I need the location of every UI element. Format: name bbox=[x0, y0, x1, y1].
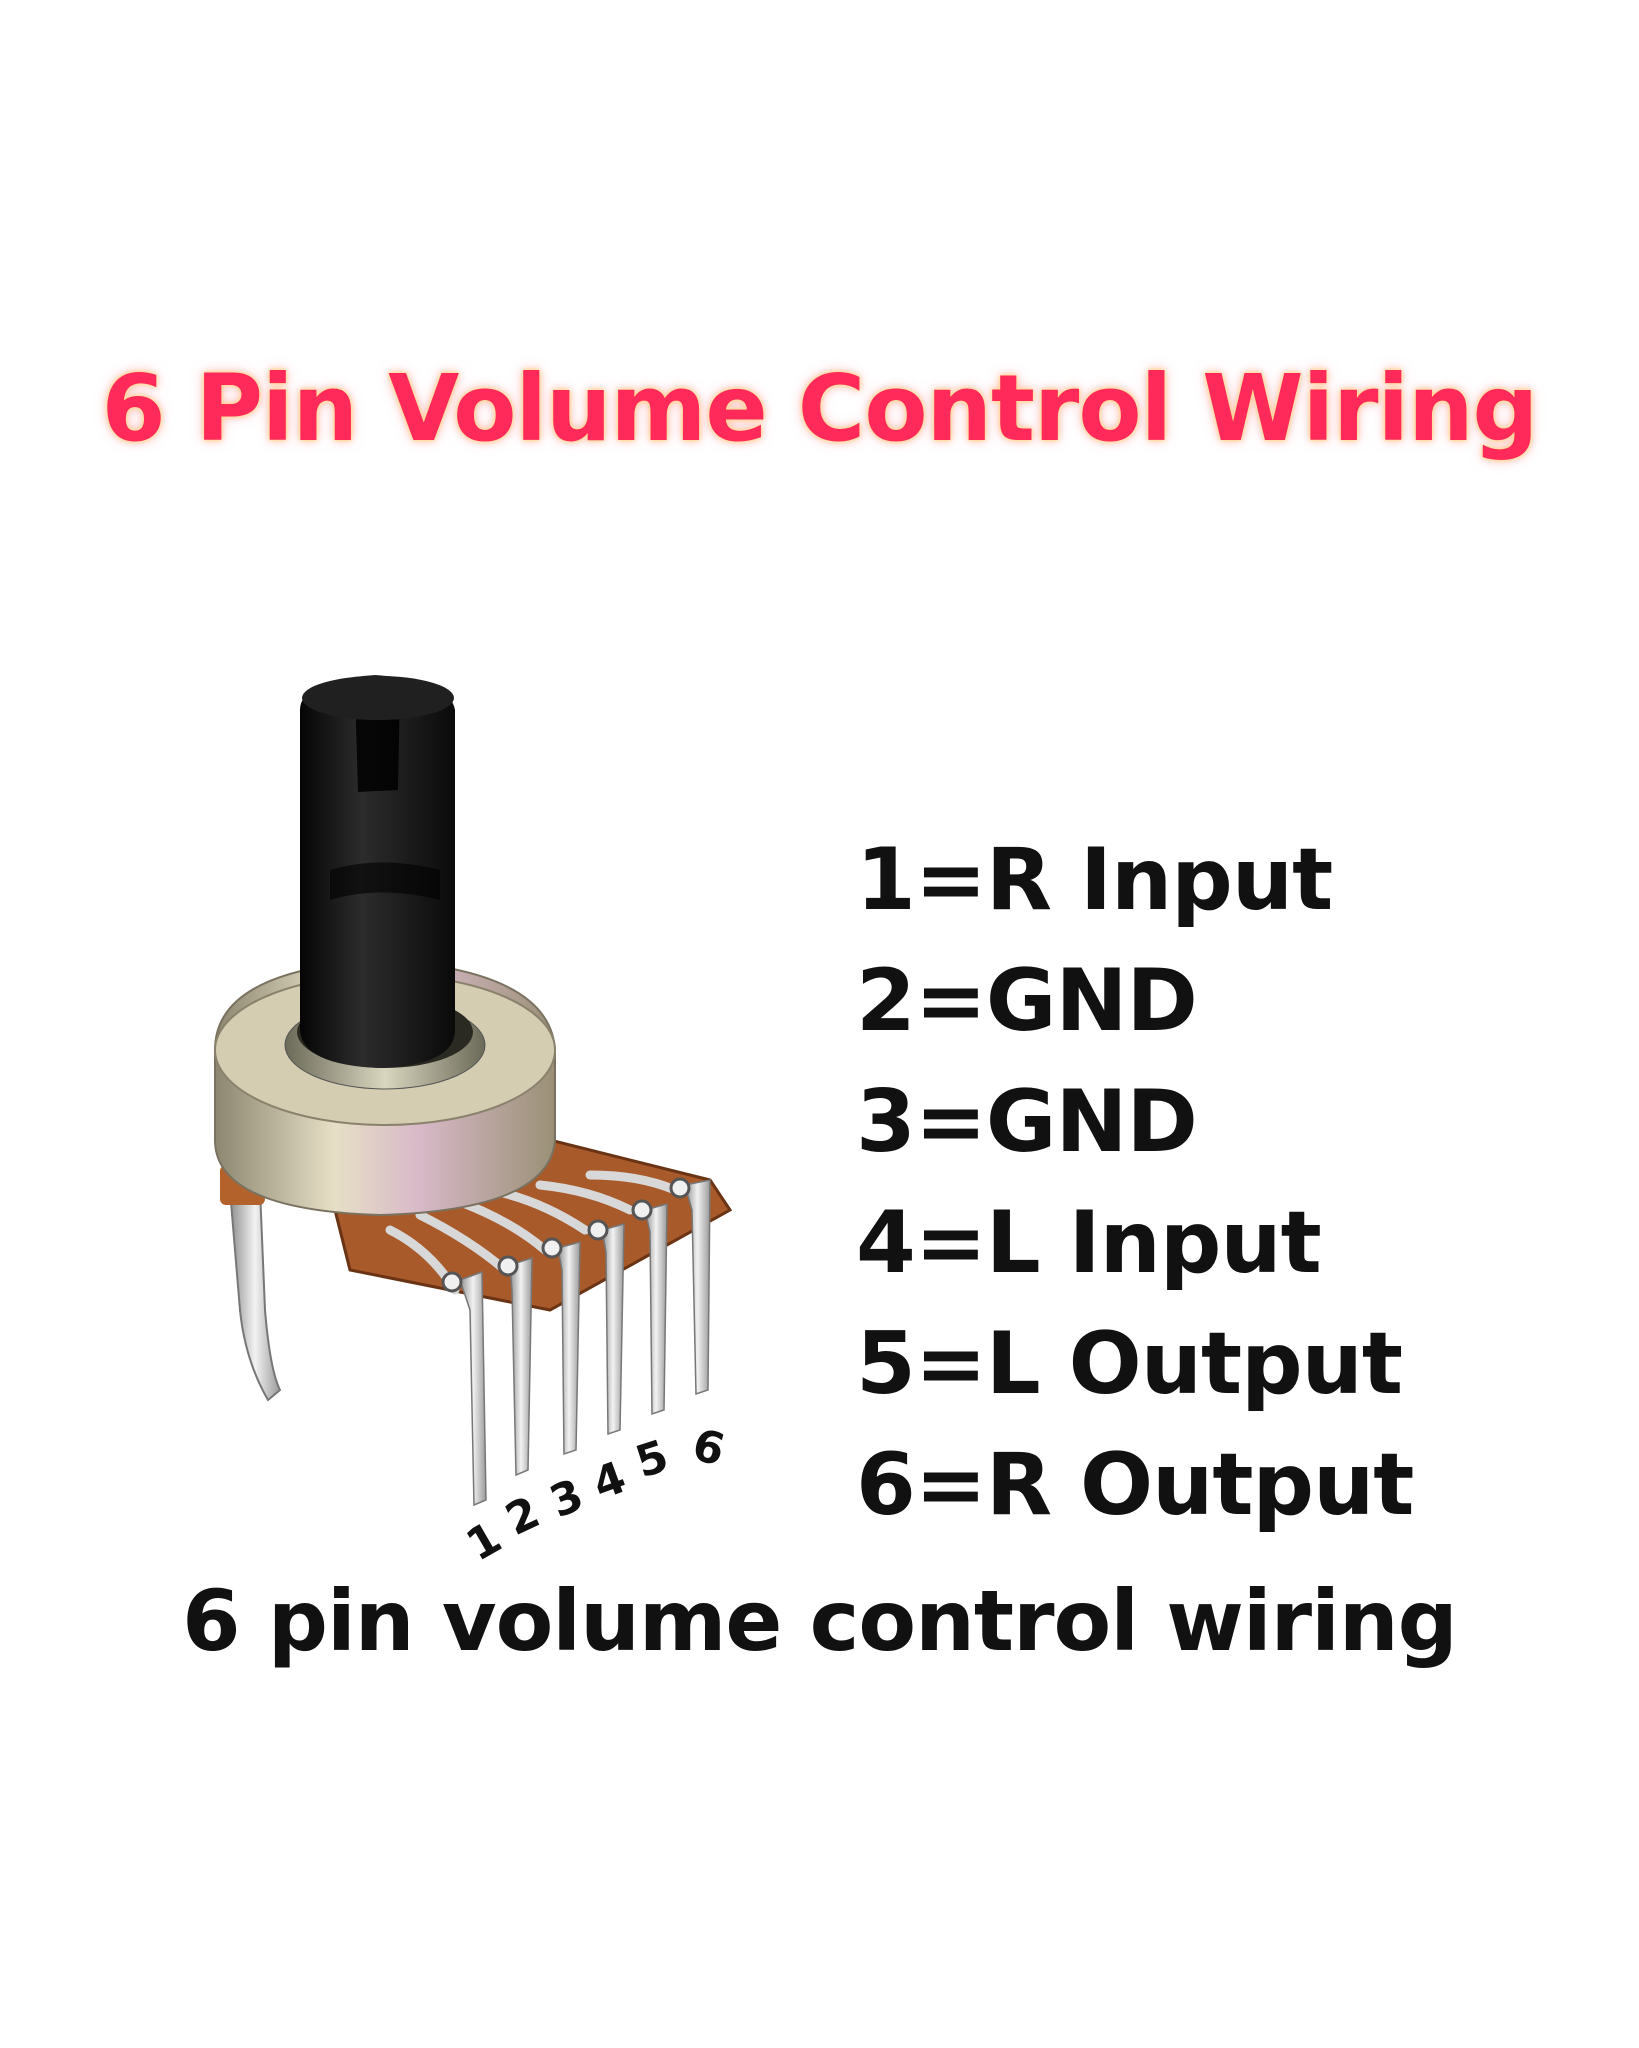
pin-legend: 1=R Input 2=GND 3=GND 4=L Input 5=L Outp… bbox=[856, 820, 1414, 1546]
pin-label-1: 1 bbox=[458, 1512, 510, 1571]
pins bbox=[441, 1177, 711, 1507]
pin-label-2: 2 bbox=[498, 1487, 547, 1546]
potentiometer-illustration: 1 2 3 4 5 6 bbox=[190, 670, 790, 1600]
pin-label-5: 5 bbox=[630, 1430, 675, 1488]
legend-item-pin-6: 6=R Output bbox=[856, 1435, 1414, 1535]
caption: 6 pin volume control wiring bbox=[182, 1572, 1458, 1670]
pin-label-6: 6 bbox=[687, 1419, 730, 1476]
potentiometer-svg: 1 2 3 4 5 6 bbox=[214, 675, 733, 1572]
pin-number-labels: 1 2 3 4 5 6 bbox=[458, 1419, 730, 1571]
legend-item-pin-2: 2=GND bbox=[856, 951, 1198, 1051]
page-title: 6 Pin Volume Control Wiring bbox=[101, 355, 1539, 462]
legend-item-pin-1: 1=R Input bbox=[856, 830, 1333, 930]
knob-shaft bbox=[300, 675, 455, 1068]
legend-item-pin-5: 5=L Output bbox=[856, 1314, 1403, 1414]
pin-label-3: 3 bbox=[543, 1469, 590, 1528]
legend-item-pin-4: 4=L Input bbox=[856, 1193, 1322, 1293]
pin-label-4: 4 bbox=[586, 1452, 632, 1510]
legend-item-pin-3: 3=GND bbox=[856, 1072, 1198, 1172]
